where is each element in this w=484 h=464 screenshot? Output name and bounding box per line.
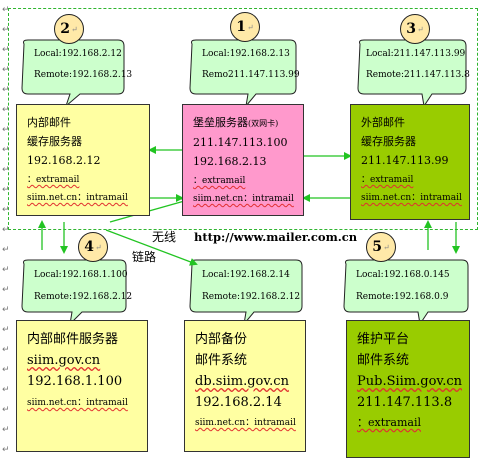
step-circle-4: 4↵ <box>78 232 108 262</box>
paragraph-mark: ↵ <box>2 245 10 255</box>
paragraph-mark: ↵ <box>2 365 10 375</box>
box-extramail: ：extramail <box>357 416 421 429</box>
box-ip: 211.147.113.8 <box>357 395 453 410</box>
box-ip: 211.147.113.99 <box>361 154 449 167</box>
paragraph-mark: ↵ <box>2 185 10 195</box>
bubble-4-text: Local:192.168.1.100 Remote:192.168.2.12 <box>22 264 133 308</box>
inner-mail-cache-server: 内部邮件 缓存服务器 192.168.2.12 ：extramail siim.… <box>16 104 150 216</box>
paragraph-mark: ↵ <box>2 45 10 55</box>
paragraph-mark: ↵ <box>2 145 10 155</box>
paragraph-mark: ↵ <box>2 405 10 415</box>
paragraph-mark: ↵ <box>2 205 10 215</box>
bubble-remote: Remote:192.168.2.13 <box>34 70 133 80</box>
step-circle-5: 5↵ <box>366 232 396 262</box>
box-ip-external: 211.147.113.100 <box>193 136 288 149</box>
box-ip: 192.168.2.14 <box>195 395 282 410</box>
paragraph-mark: ↵ <box>2 5 10 15</box>
box-title: 外部邮件 <box>361 116 405 129</box>
bubble-remote: Remo211.147.113.99 <box>202 70 300 80</box>
bubble-remote: Remote:192.168.2.12 <box>202 292 301 302</box>
paragraph-mark: ↵ <box>2 165 10 175</box>
bubble-local: Local:192.168.2.14 <box>202 270 290 280</box>
step-circle-1: 1↵ <box>230 12 260 42</box>
paragraph-mark: ↵ <box>2 285 10 295</box>
box-intramail: siim.net.cn：intramail <box>361 193 462 203</box>
box-extramail: ：extramail <box>27 175 80 185</box>
paragraph-mark: ↵ <box>2 265 10 275</box>
box-title: 维护平台 <box>357 332 410 347</box>
box-title: 堡垒服务器(双网卡) <box>193 116 279 129</box>
box-domain: db.siim.gov.cn <box>195 374 289 389</box>
paragraph-mark: ↵ <box>2 425 10 435</box>
box-subtitle: 缓存服务器 <box>27 135 82 148</box>
box-subtitle: 邮件系统 <box>357 353 410 368</box>
box-ip: 192.168.2.12 <box>27 154 101 167</box>
paragraph-mark: ↵ <box>2 345 10 355</box>
callout-bubble-1 <box>189 39 297 108</box>
bubble-2-text: Local:192.168.2.12 Remote:192.168.2.13 <box>22 44 133 86</box>
bubble-remote: Remote:211.147.113.8 <box>366 70 470 80</box>
callout-bubble-5 <box>343 259 469 326</box>
box-subtitle: 邮件系统 <box>195 353 248 368</box>
bubble-1-text: Local:192.168.2.13 Remo211.147.113.99 <box>190 44 300 86</box>
inner-backup-mail-system: 内部备份 邮件系统 db.siim.gov.cn 192.168.2.14 si… <box>184 320 306 452</box>
paragraph-mark: ↵ <box>2 125 10 135</box>
paragraph-mark: ↵ <box>2 325 10 335</box>
box-intramail: siim.net.cn：intramail <box>27 398 128 408</box>
url-label: http://www.mailer.com.cn <box>194 230 358 244</box>
outer-mail-cache-server: 外部邮件 缓存服务器 211.147.113.99 ：extramail sii… <box>350 104 470 220</box>
dmz-boundary <box>8 8 478 230</box>
bubble-remote: Remote:192.168.0.9 <box>356 292 449 302</box>
box-title: 内部邮件服务器 <box>27 332 119 347</box>
box-domain: Pub.Siim.gov.cn <box>357 374 462 389</box>
bubble-local: Local:192.168.1.100 <box>34 270 128 280</box>
box-ip: 192.168.1.100 <box>27 374 123 389</box>
inner-mail-server: 内部邮件服务器 siim.gov.cn 192.168.1.100 siim.n… <box>16 320 148 452</box>
box-intramail: siim.net.cn：intramail <box>195 418 296 428</box>
bubble-local: Local:192.168.0.145 <box>356 270 450 280</box>
step-circle-3: 3↵ <box>400 14 430 44</box>
bubble-local: Local:192.168.2.12 <box>34 49 122 59</box>
callout-bubble-4 <box>21 259 127 326</box>
box-title: 内部备份 <box>195 332 248 347</box>
paragraph-mark: ↵ <box>2 105 10 115</box>
bubble-local: Local:211.147.113.99 <box>366 49 466 59</box>
callout-bubble-2 <box>21 39 125 108</box>
bubble-local: Local:192.168.2.13 <box>202 49 290 59</box>
paragraph-mark: ↵ <box>2 25 10 35</box>
box-domain: siim.gov.cn <box>27 353 101 368</box>
box-ip-internal: 192.168.2.13 <box>193 155 267 168</box>
paragraph-mark: ↵ <box>2 85 10 95</box>
box-subtitle: 缓存服务器 <box>361 135 416 148</box>
paragraph-mark: ↵ <box>2 225 10 235</box>
box-extramail: ：extramail <box>361 175 414 185</box>
step-circle-2: 2↵ <box>54 14 84 44</box>
bubble-remote: Remote:192.168.2.12 <box>34 292 133 302</box>
bubble-6-text: Local:192.168.2.14 Remote:192.168.2.12 <box>190 264 302 308</box>
box-title: 内部邮件 <box>27 116 71 129</box>
paragraph-mark: ↵ <box>2 385 10 395</box>
bubble-5-text: Local:192.168.0.145 Remote:192.168.0.9 <box>344 264 468 308</box>
bubble-3-text: Local:211.147.113.99 Remote:211.147.113.… <box>358 44 470 86</box>
maintenance-mail-system: 维护平台 邮件系统 Pub.Siim.gov.cn 211.147.113.8 … <box>346 320 470 458</box>
paragraph-mark: ↵ <box>2 65 10 75</box>
callout-bubble-3 <box>357 39 467 108</box>
paragraph-mark: ↵ <box>2 305 10 315</box>
box-intramail: siim.net.cn：intramail <box>27 193 128 203</box>
arrow-wireless-to-backup <box>105 229 198 266</box>
wireless-label: 无线 <box>152 230 177 244</box>
box-extramail: ：extramail <box>193 176 246 186</box>
link-label: 链路 <box>132 250 157 264</box>
box-intramail: siim.net.cn：intramail <box>193 194 294 204</box>
bastion-server: 堡垒服务器(双网卡) 211.147.113.100 192.168.2.13 … <box>182 104 304 216</box>
paragraph-mark: ↵ <box>2 445 10 455</box>
